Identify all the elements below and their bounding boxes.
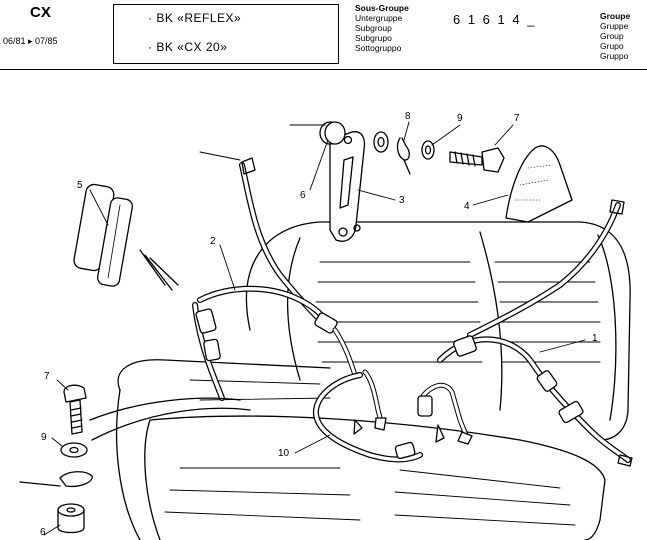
callout-7: 7 (514, 113, 520, 124)
group-label-it: Gruppo (600, 51, 629, 61)
subgroup-label-it: Sottogruppo (355, 43, 402, 53)
callout-6-lower: 6 (40, 527, 46, 538)
callout-9: 9 (457, 113, 463, 124)
callout-10: 10 (278, 448, 290, 459)
top-hardware (319, 121, 573, 223)
model-name: CX (30, 4, 51, 21)
callout-1: 1 (592, 333, 598, 344)
callout-5: 5 (77, 180, 83, 191)
subgroup-label-de: Untergruppe (355, 13, 403, 23)
date-range: 06/81 ▸ 07/85 (3, 36, 58, 46)
callout-7-lower: 7 (44, 371, 50, 382)
callout-6: 6 (300, 190, 306, 201)
belt-left-assembly (192, 157, 358, 401)
group-label-fr: Groupe (600, 11, 631, 21)
subgroup-labels: Sous-Groupe Untergruppe Subgroup Subgrup… (355, 3, 409, 53)
subgroup-label-es: Subgrupo (355, 33, 392, 43)
anchor-plate (329, 131, 366, 242)
variant-box (113, 4, 339, 64)
centre-lap-belt (312, 369, 473, 463)
variant-reflex: · BK «REFLEX» (148, 11, 242, 25)
header-rule (0, 69, 647, 70)
callout-2: 2 (210, 236, 216, 247)
group-label-de: Gruppe (600, 21, 629, 31)
belt-right-assembly (437, 199, 633, 467)
leader-lines (43, 121, 586, 536)
lower-hardware (19, 384, 251, 534)
group-labels: Groupe Gruppe Group Grupo Gruppo (600, 11, 630, 61)
callout-3: 3 (399, 195, 405, 206)
rear-bench-seat (115, 221, 631, 540)
subgroup-code: 6 1 6 1 4 _ (453, 12, 537, 27)
callout-8: 8 (405, 111, 411, 122)
variant-cx20: · BK «CX 20» (148, 40, 228, 54)
callout-4: 4 (464, 201, 470, 212)
group-label-en: Group (600, 31, 624, 41)
callout-9-lower: 9 (41, 432, 47, 443)
subgroup-label-fr: Sous-Groupe (355, 3, 409, 13)
group-label-es: Grupo (600, 41, 624, 51)
subgroup-label-en: Subgroup (355, 23, 392, 33)
buckle-covers (73, 183, 179, 291)
